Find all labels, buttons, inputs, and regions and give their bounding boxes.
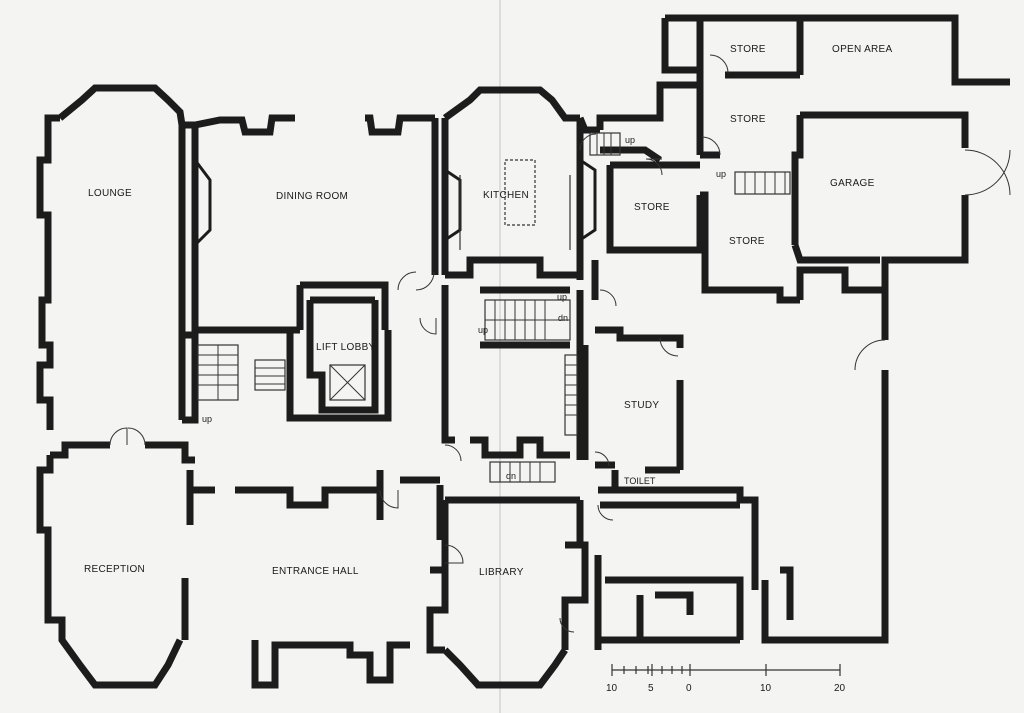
room-label-store-lower: STORE — [729, 236, 765, 247]
room-label-lounge: LOUNGE — [88, 188, 132, 199]
room-label-lift-lobby: LIFT LOBBY — [316, 342, 376, 353]
room-label-store-left: STORE — [634, 202, 670, 213]
walls — [36, 14, 1010, 689]
room-label-library: LIBRARY — [479, 567, 524, 578]
stair-label-dn-lower: dn — [506, 471, 516, 481]
doors — [109, 54, 1011, 633]
room-labels: LOUNGE DINING ROOM KITCHEN STORE OPEN AR… — [84, 44, 893, 578]
room-label-study: STUDY — [624, 400, 659, 411]
scale-tick-label: 10 — [760, 683, 772, 694]
room-label-store-top: STORE — [730, 44, 766, 55]
scale-tick-label: 20 — [834, 683, 846, 694]
stairs — [197, 132, 791, 483]
room-label-toilet: TOILET — [624, 476, 656, 486]
stair-label-up-lobby: up — [202, 414, 212, 424]
stair-labels: up up up dn up up dn — [202, 135, 726, 481]
scale-tick-label: 0 — [686, 683, 692, 694]
room-label-dining-room: DINING ROOM — [276, 191, 348, 202]
scale-tick-label: 5 — [648, 683, 654, 694]
scale-bar: 10 5 0 10 20 — [606, 664, 846, 694]
stair-label-up-main-left: up — [478, 325, 488, 335]
stair-label-up-store: up — [716, 169, 726, 179]
room-label-open-area: OPEN AREA — [832, 44, 893, 55]
room-label-store-mid: STORE — [730, 114, 766, 125]
kitchen-fittings — [459, 159, 571, 250]
room-label-kitchen: KITCHEN — [483, 190, 529, 201]
room-label-reception: RECEPTION — [84, 564, 145, 575]
scale-tick-label: 10 — [606, 683, 618, 694]
stair-label-dn-main: dn — [558, 313, 568, 323]
stair-label-up-service: up — [625, 135, 635, 145]
stair-label-up-main-top: up — [557, 292, 567, 302]
room-label-entrance-hall: ENTRANCE HALL — [272, 566, 359, 577]
room-label-garage: GARAGE — [830, 178, 875, 189]
